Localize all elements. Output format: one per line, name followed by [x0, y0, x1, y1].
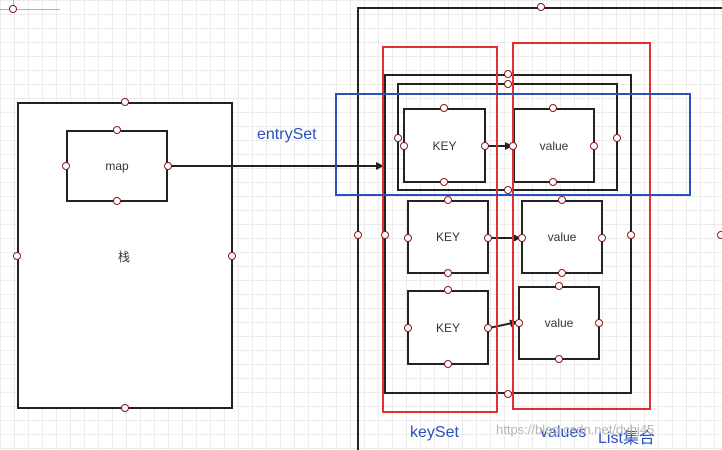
stack-handle-bottom[interactable]	[121, 404, 129, 412]
keyset-highlight[interactable]	[382, 46, 498, 413]
map-handle-left[interactable]	[62, 162, 70, 170]
guide-line-horizontal	[0, 9, 60, 10]
key2-handle-top[interactable]	[444, 196, 452, 204]
key3-handle-bottom[interactable]	[444, 360, 452, 368]
key3-handle-left[interactable]	[404, 324, 412, 332]
value2-handle-left[interactable]	[518, 234, 526, 242]
key3-handle-top[interactable]	[444, 286, 452, 294]
value1-handle-bottom[interactable]	[549, 178, 557, 186]
key1-handle-bottom[interactable]	[440, 178, 448, 186]
stack-handle-right[interactable]	[228, 252, 236, 260]
values-highlight[interactable]	[512, 42, 651, 410]
key-label-1: KEY	[432, 138, 457, 153]
key2-handle-left[interactable]	[404, 234, 412, 242]
key1-handle-top[interactable]	[440, 104, 448, 112]
map-label: map	[105, 159, 129, 173]
watermark-text: https://blog.csdn.net/dvhj45	[496, 422, 655, 437]
value3-handle-top[interactable]	[555, 282, 563, 290]
value3-handle-bottom[interactable]	[555, 355, 563, 363]
hashmap-handle-top[interactable]	[504, 70, 512, 78]
hashmap-handle-right[interactable]	[627, 231, 635, 239]
entry-handle-left[interactable]	[394, 134, 402, 142]
value-label-3: value	[544, 316, 574, 330]
key1-handle-left[interactable]	[400, 142, 408, 150]
value3-handle-left[interactable]	[515, 319, 523, 327]
key-label-2: KEY	[435, 230, 460, 244]
map-handle-top[interactable]	[113, 126, 121, 134]
list-collection-label: List集合	[598, 430, 655, 447]
stack-handle-top[interactable]	[121, 98, 129, 106]
heap-handle-right[interactable]	[717, 231, 722, 239]
value1-handle-top[interactable]	[549, 104, 557, 112]
keyset-label: keySet	[410, 424, 459, 441]
entry-handle-top[interactable]	[504, 80, 512, 88]
value1-handle-right[interactable]	[590, 142, 598, 150]
key3-handle-right[interactable]	[484, 324, 492, 332]
value2-handle-bottom[interactable]	[558, 269, 566, 277]
stack-label: 栈	[118, 250, 131, 264]
value-label-2: value	[547, 230, 577, 244]
key1-handle-right[interactable]	[481, 142, 489, 150]
entry-handle-right[interactable]	[613, 134, 621, 142]
map-box[interactable]: map	[66, 130, 168, 202]
value2-handle-top[interactable]	[558, 196, 566, 204]
hashmap-handle-bottom[interactable]	[504, 390, 512, 398]
heap-handle-left[interactable]	[354, 231, 362, 239]
value1-handle-left[interactable]	[509, 142, 517, 150]
hashmap-handle-left[interactable]	[381, 231, 389, 239]
heap-handle-top[interactable]	[537, 3, 545, 11]
stack-handle-left[interactable]	[13, 252, 21, 260]
entry-handle-bottom[interactable]	[504, 186, 512, 194]
key2-handle-bottom[interactable]	[444, 269, 452, 277]
map-handle-right[interactable]	[164, 162, 172, 170]
value-box-3[interactable]: value	[518, 286, 600, 360]
key2-handle-right[interactable]	[484, 234, 492, 242]
resize-handle[interactable]	[9, 5, 17, 13]
values-label: values	[540, 424, 587, 441]
value-label-1: value	[539, 138, 569, 153]
entryset-label: entrySet	[257, 126, 317, 143]
value3-handle-right[interactable]	[595, 319, 603, 327]
entryset-highlight[interactable]	[335, 93, 691, 196]
map-handle-bottom[interactable]	[113, 197, 121, 205]
value2-handle-right[interactable]	[598, 234, 606, 242]
key-label-3: KEY	[435, 320, 460, 335]
